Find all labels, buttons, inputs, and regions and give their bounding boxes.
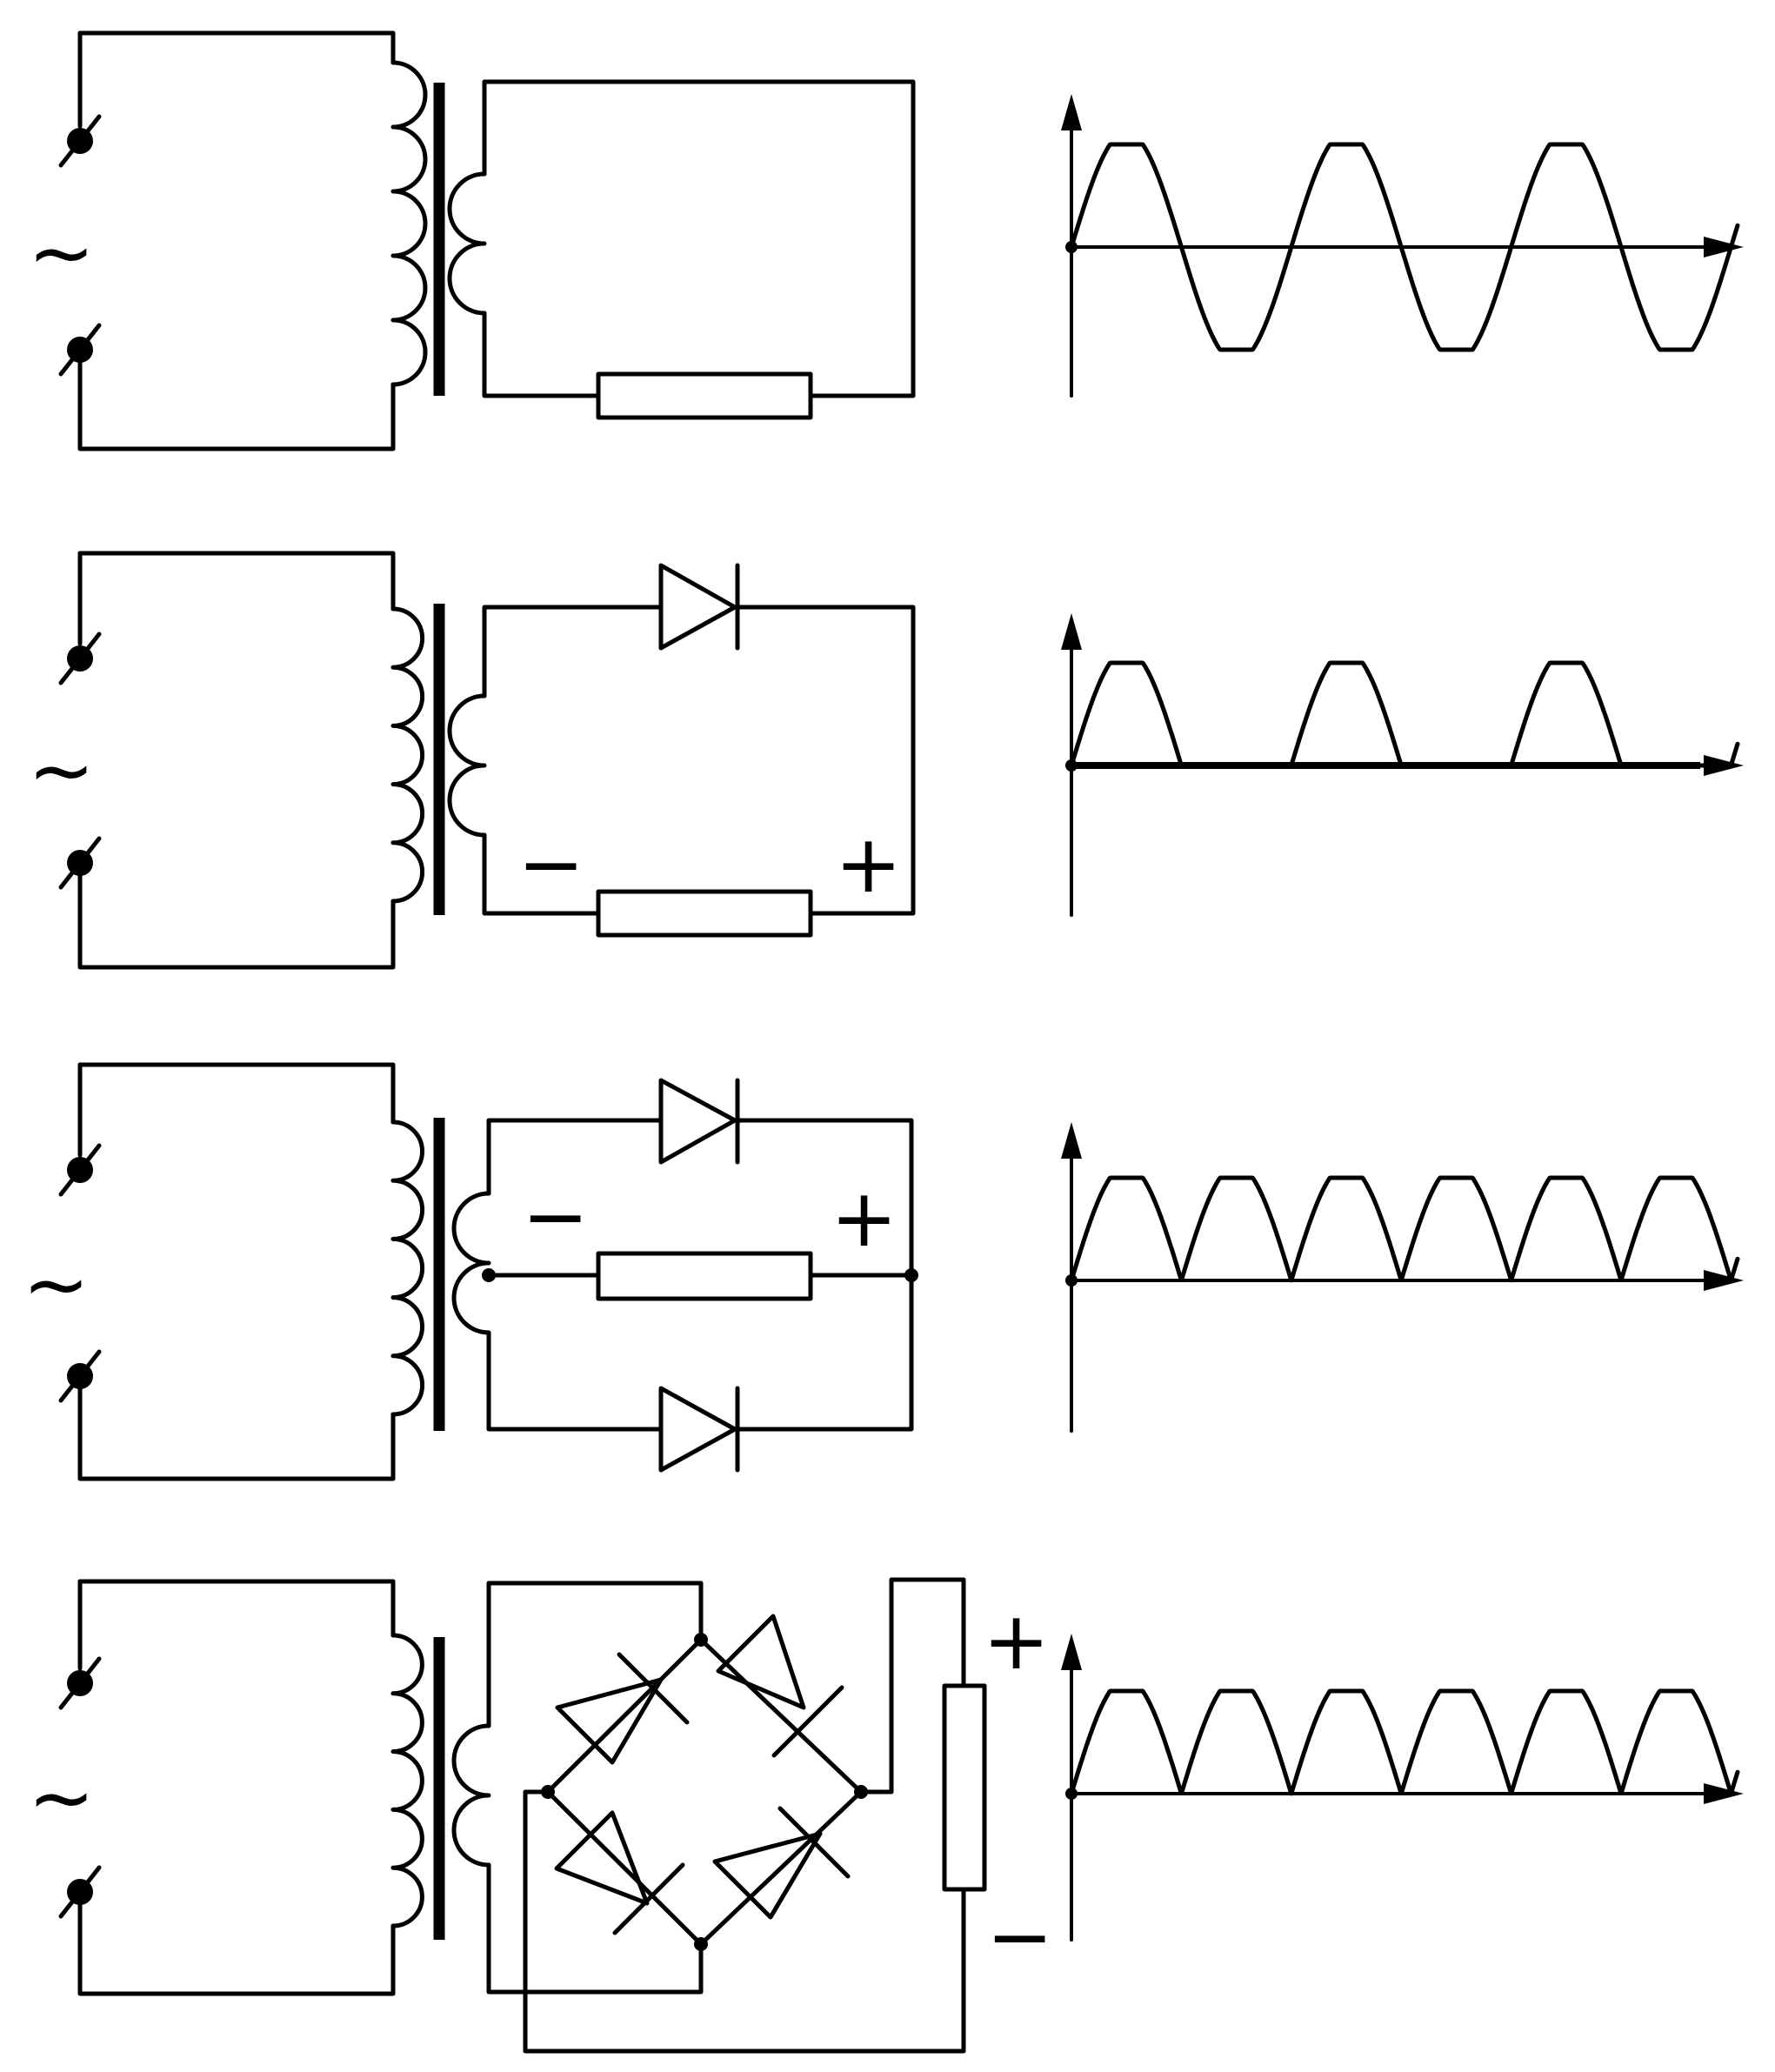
terminal-top [58, 1656, 102, 1710]
plus-label: + [831, 1172, 898, 1265]
y-axis-arrow [1061, 613, 1082, 650]
secondary-coil [447, 171, 487, 316]
waveform-plot-transformer [1061, 94, 1744, 398]
primary-circuit: ~ [28, 551, 425, 970]
row-full-wave-centertap: ~ − + [23, 1062, 918, 1481]
center-tap-node [482, 1268, 496, 1282]
x-axis-arrow [1704, 1270, 1744, 1291]
load-resistor [596, 889, 813, 938]
ac-source-symbol: ~ [28, 206, 95, 299]
terminal-top [58, 1143, 102, 1197]
primary-coil [390, 1120, 425, 1417]
bridge-diode-lower-right [712, 1806, 851, 1920]
row-half-wave: ~ − + [28, 551, 916, 970]
y-axis-arrow [1061, 1634, 1082, 1670]
waveform-plot-bridge [1061, 1634, 1744, 1942]
bridge-diode-upper-left [555, 1652, 690, 1765]
terminal-bottom [58, 1865, 102, 1919]
plus-label: + [983, 1594, 1050, 1688]
primary-circuit: ~ [28, 30, 428, 451]
minus-label: − [517, 818, 584, 911]
terminal-bottom [58, 1349, 102, 1403]
load-resistor [596, 371, 813, 420]
ac-source-symbol: ~ [28, 724, 95, 817]
waveform-trace [1069, 142, 1740, 352]
waveform-plot-full-wave-centertap [1061, 1122, 1744, 1433]
primary-circuit: ~ [28, 1579, 424, 1996]
primary-coil [390, 1633, 424, 1928]
diode [658, 563, 740, 651]
load-resistor [942, 1683, 987, 1892]
y-axis-arrow [1061, 94, 1082, 130]
waveform-trace [1069, 1175, 1740, 1283]
secondary-coil [451, 1191, 491, 1335]
secondary-coil [447, 693, 487, 838]
x-axis-arrow [1704, 1783, 1744, 1804]
waveform-trace [1069, 1688, 1740, 1796]
primary-coil [390, 606, 425, 904]
row-bridge: ~ [28, 1577, 1053, 2054]
x-axis-arrow [1704, 237, 1744, 257]
row-transformer: ~ [28, 30, 916, 451]
diode-bottom [658, 1386, 740, 1473]
diode-top [658, 1078, 740, 1165]
waveform-plots [1061, 94, 1744, 1942]
secondary-circuit: + − [451, 1577, 1053, 2054]
secondary-circuit: − + [451, 1078, 918, 1473]
y-axis-arrow [1061, 1122, 1082, 1159]
terminal-bottom [58, 836, 102, 890]
minus-label: − [986, 1890, 1053, 1983]
secondary-circuit: − + [447, 563, 916, 938]
terminal-top [58, 114, 102, 168]
waveform-plot-half-wave [1061, 613, 1744, 917]
ac-source-symbol: ~ [28, 1751, 95, 1844]
minus-label: − [522, 1170, 589, 1263]
bridge-diode-lower-left [554, 1810, 685, 1935]
plus-label: + [835, 818, 902, 911]
secondary-circuit [447, 79, 916, 420]
terminal-bottom [58, 323, 102, 377]
output-node [904, 1268, 918, 1282]
primary-coil [390, 60, 428, 387]
waveform-trace [1069, 660, 1740, 768]
terminal-top [58, 632, 102, 685]
bridge-diode-upper-right [716, 1614, 844, 1758]
primary-circuit: ~ [23, 1062, 425, 1481]
load-resistor [596, 1251, 813, 1301]
secondary-coil [451, 1723, 491, 1868]
ac-source-symbol: ~ [23, 1238, 90, 1331]
